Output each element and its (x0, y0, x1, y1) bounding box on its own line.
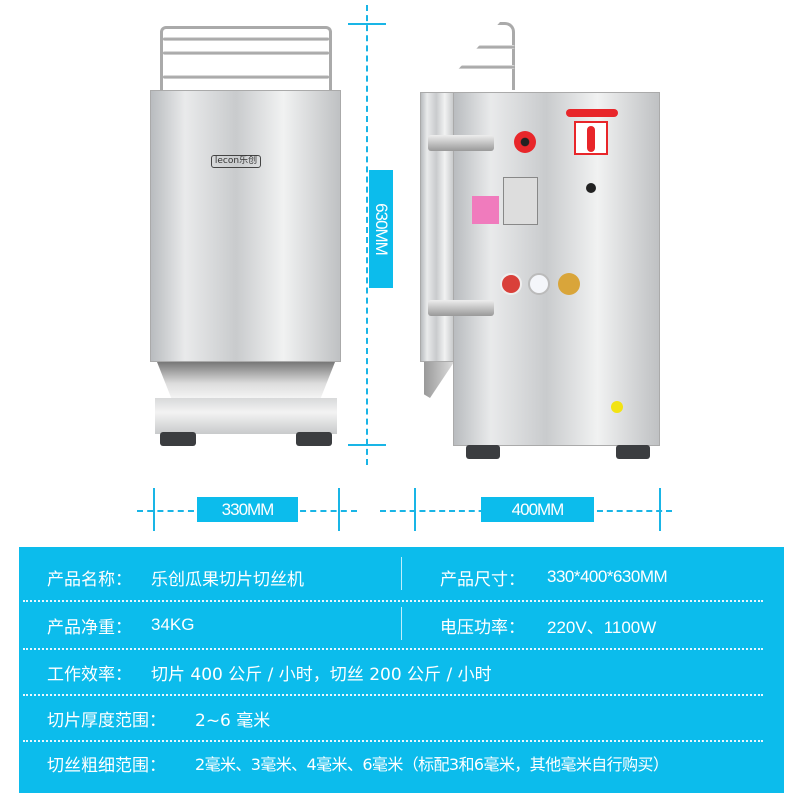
spec-label: 产品尺寸： (440, 569, 525, 590)
height-value: 630MM (372, 203, 391, 255)
spec-label: 产品净重： (47, 617, 132, 638)
discharge-chute (157, 362, 335, 398)
latch-top[interactable] (428, 135, 494, 151)
latch-bottom[interactable] (428, 300, 494, 316)
spec-row: 产品名称： 乐创瓜果切片切丝机 产品尺寸： 330*400*630MM (19, 562, 784, 592)
front-body: lecon乐创 (150, 90, 341, 362)
side-chute (424, 362, 454, 398)
brand-logo: lecon乐创 (211, 155, 261, 168)
switch-label-strip (566, 109, 618, 117)
knob[interactable] (586, 183, 596, 193)
front-base (155, 398, 337, 434)
spec-value: 切片 400 公斤 / 小时，切丝 200 公斤 / 小时 (151, 664, 492, 685)
rotary-switch[interactable] (574, 121, 608, 155)
spec-label: 电压功率： (440, 617, 525, 638)
spec-value: 330*400*630MM (547, 567, 668, 586)
spec-label: 切丝粗细范围： (47, 755, 166, 776)
spec-value: 2~6 毫米 (195, 710, 271, 731)
spec-row: 工作效率： 切片 400 公斤 / 小时，切丝 200 公斤 / 小时 (19, 657, 784, 687)
side-body (453, 92, 660, 446)
qr-sticker (472, 196, 499, 224)
spec-panel: 产品名称： 乐创瓜果切片切丝机 产品尺寸： 330*400*630MM 产品净重… (19, 547, 784, 793)
badge-gold (558, 273, 580, 295)
height-label: 630MM (369, 170, 393, 288)
spec-value: 乐创瓜果切片切丝机 (151, 569, 304, 590)
spec-label: 工作效率： (47, 664, 132, 685)
spec-value: 34KG (151, 615, 195, 634)
spec-row: 产品净重： 34KG 电压功率： 220V、1100W (19, 610, 784, 640)
spec-value: 2毫米、3毫米、4毫米、6毫米（标配3和6毫米，其他毫米自行购买） (195, 755, 669, 774)
spec-label: 切片厚度范围： (47, 710, 166, 731)
width-label: 330MM (197, 497, 298, 522)
nameplate (503, 177, 538, 225)
ground-icon (611, 401, 623, 413)
spec-row: 切丝粗细范围： 2毫米、3毫米、4毫米、6毫米（标配3和6毫米，其他毫米自行购买… (19, 748, 784, 778)
spec-value: 220V、1100W (547, 617, 657, 637)
side-feed-cage (440, 22, 515, 90)
feed-cage (160, 26, 332, 92)
spec-label: 产品名称： (47, 569, 132, 590)
height-dimension-line (366, 5, 368, 465)
badge-red (500, 273, 522, 295)
depth-label: 400MM (481, 497, 594, 522)
side-door (420, 92, 456, 362)
badge-blue (528, 273, 550, 295)
emergency-stop-button[interactable] (514, 131, 536, 153)
spec-row: 切片厚度范围： 2~6 毫米 (19, 703, 784, 733)
